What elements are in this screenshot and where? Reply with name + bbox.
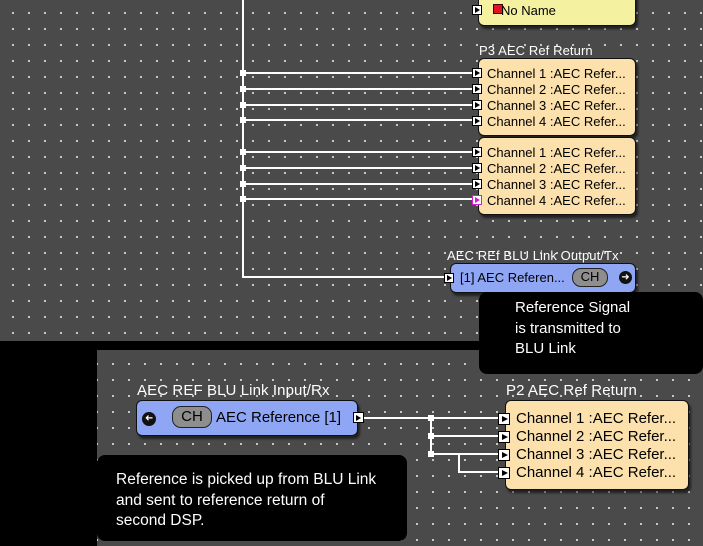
- input-pin-icon[interactable]: [472, 84, 482, 94]
- channel-label: Channel 4 :AEC Refer...: [487, 114, 626, 129]
- channel-label: Channel 2 :AEC Refer...: [487, 161, 626, 176]
- top-block-row-label: No Name: [501, 3, 556, 18]
- top-block-row[interactable]: No Name: [472, 3, 635, 19]
- input-pin-icon[interactable]: [472, 116, 482, 126]
- p2-block-title: P2 AEC Ref Return: [506, 382, 637, 399]
- channel-badge[interactable]: CH: [572, 268, 608, 287]
- p3-aec-ref-return-block[interactable]: Channel 1 :AEC Refer... Channel 2 :AEC R…: [472, 58, 636, 136]
- input-pin-icon[interactable]: [472, 163, 482, 173]
- channel-label: Channel 1 :AEC Refer...: [487, 66, 626, 81]
- channel-row[interactable]: Channel 2 :AEC Refer...: [498, 428, 688, 446]
- input-pin-icon[interactable]: [472, 5, 482, 15]
- channel-label: Channel 3 :AEC Refer...: [516, 446, 677, 463]
- p3-aec-ref-return-block-duplicate[interactable]: Channel 1 :AEC Refer... Channel 2 :AEC R…: [472, 137, 636, 215]
- channel-row[interactable]: Channel 2 :AEC Refer...: [472, 82, 635, 98]
- channel-label: Channel 1 :AEC Refer...: [516, 410, 677, 427]
- channel-row[interactable]: Channel 4 :AEC Refer...: [472, 193, 635, 209]
- p2-aec-ref-return-block[interactable]: Channel 1 :AEC Refer... Channel 2 :AEC R…: [498, 400, 689, 490]
- note-reference-transmitted: Reference Signal is transmitted to BLU L…: [479, 292, 703, 374]
- blu-input-title: AEC REF BLU Link Input/Rx: [137, 382, 330, 399]
- input-pin-selected-icon[interactable]: [472, 195, 482, 205]
- channel-row[interactable]: Channel 2 :AEC Refer...: [472, 161, 635, 177]
- channel-label: Channel 3 :AEC Refer...: [487, 177, 626, 192]
- channel-label: Channel 4 :AEC Refer...: [487, 193, 626, 208]
- blu-output-title: AEC REf BLU Link Output/Tx: [447, 248, 619, 263]
- input-pin-icon[interactable]: [472, 68, 482, 78]
- input-pin-icon[interactable]: [498, 431, 510, 443]
- input-pin-icon[interactable]: [472, 100, 482, 110]
- arrow-right-icon[interactable]: ➜: [619, 271, 632, 284]
- top-partial-block[interactable]: No Name: [472, 0, 636, 26]
- channel-row[interactable]: Channel 4 :AEC Refer...: [498, 464, 688, 482]
- channel-row[interactable]: Channel 1 :AEC Refer...: [472, 66, 635, 82]
- input-pin-icon[interactable]: [472, 147, 482, 157]
- channel-badge[interactable]: CH: [172, 406, 212, 428]
- blu-link-output-block[interactable]: [1] AEC Referen... CH ➜: [444, 263, 636, 293]
- p3-block-title: P3 AEC Ref Return: [479, 43, 593, 58]
- channel-label: Channel 1 :AEC Refer...: [487, 145, 626, 160]
- blu-input-row-label: AEC Reference [1]: [216, 409, 342, 426]
- input-pin-icon[interactable]: [444, 273, 454, 283]
- blu-output-row-label: [1] AEC Referen...: [460, 270, 565, 285]
- blu-link-input-block[interactable]: ➜ CH AEC Reference [1]: [136, 400, 364, 436]
- meter-indicator-icon: [493, 4, 503, 14]
- arrow-left-icon[interactable]: ➜: [142, 412, 156, 426]
- channel-row[interactable]: Channel 4 :AEC Refer...: [472, 114, 635, 130]
- input-pin-icon[interactable]: [498, 449, 510, 461]
- channel-row[interactable]: Channel 3 :AEC Refer...: [472, 98, 635, 114]
- input-pin-icon[interactable]: [498, 413, 510, 425]
- channel-label: Channel 3 :AEC Refer...: [487, 98, 626, 113]
- output-pin-icon[interactable]: [353, 412, 364, 423]
- channel-row[interactable]: Channel 3 :AEC Refer...: [498, 446, 688, 464]
- channel-row[interactable]: Channel 1 :AEC Refer...: [498, 410, 688, 428]
- channel-label: Channel 2 :AEC Refer...: [516, 428, 677, 445]
- input-pin-icon[interactable]: [472, 179, 482, 189]
- channel-row[interactable]: Channel 1 :AEC Refer...: [472, 145, 635, 161]
- channel-label: Channel 4 :AEC Refer...: [516, 464, 677, 481]
- channel-label: Channel 2 :AEC Refer...: [487, 82, 626, 97]
- input-pin-icon[interactable]: [498, 467, 510, 479]
- note-reference-picked-up: Reference is picked up from BLU Link and…: [97, 455, 407, 541]
- channel-row[interactable]: Channel 3 :AEC Refer...: [472, 177, 635, 193]
